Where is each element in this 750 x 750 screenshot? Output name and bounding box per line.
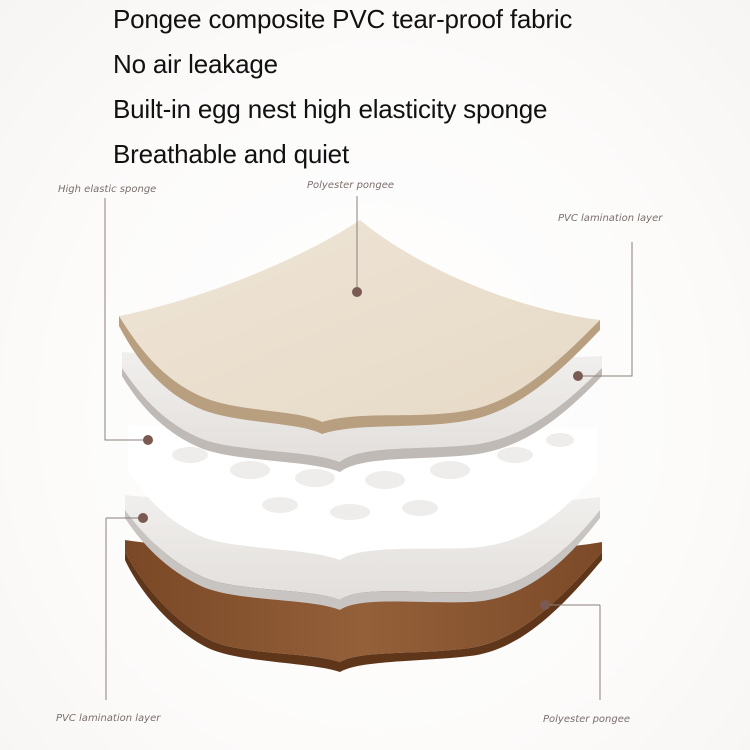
layer-middle-sponge <box>128 425 598 560</box>
callout-markers <box>138 287 583 610</box>
layer-top-polyester-pongee <box>119 220 600 434</box>
callout-label-polyester-pongee-bottom: Polyester pongee <box>543 714 631 725</box>
marker-dot <box>143 435 153 445</box>
marker-dot <box>138 513 148 523</box>
callout-label-pvc-lamination-bottom: PVC lamination layer <box>56 713 161 724</box>
callout-label-polyester-pongee-top: Polyester pongee <box>307 180 395 191</box>
feature-item: Breathable and quiet <box>113 139 349 169</box>
marker-dot <box>573 371 583 381</box>
marker-dot <box>540 600 550 610</box>
marker-dot <box>352 287 362 297</box>
callout-label-high-elastic-sponge: High elastic sponge <box>58 184 157 195</box>
callout-lines <box>104 196 633 700</box>
feature-item: Pongee composite PVC tear-proof fabric <box>113 4 573 34</box>
callout-label-pvc-lamination-top: PVC lamination layer <box>558 213 663 224</box>
feature-item: No air leakage <box>113 49 278 79</box>
feature-item: Built-in egg nest high elasticity sponge <box>113 94 548 124</box>
